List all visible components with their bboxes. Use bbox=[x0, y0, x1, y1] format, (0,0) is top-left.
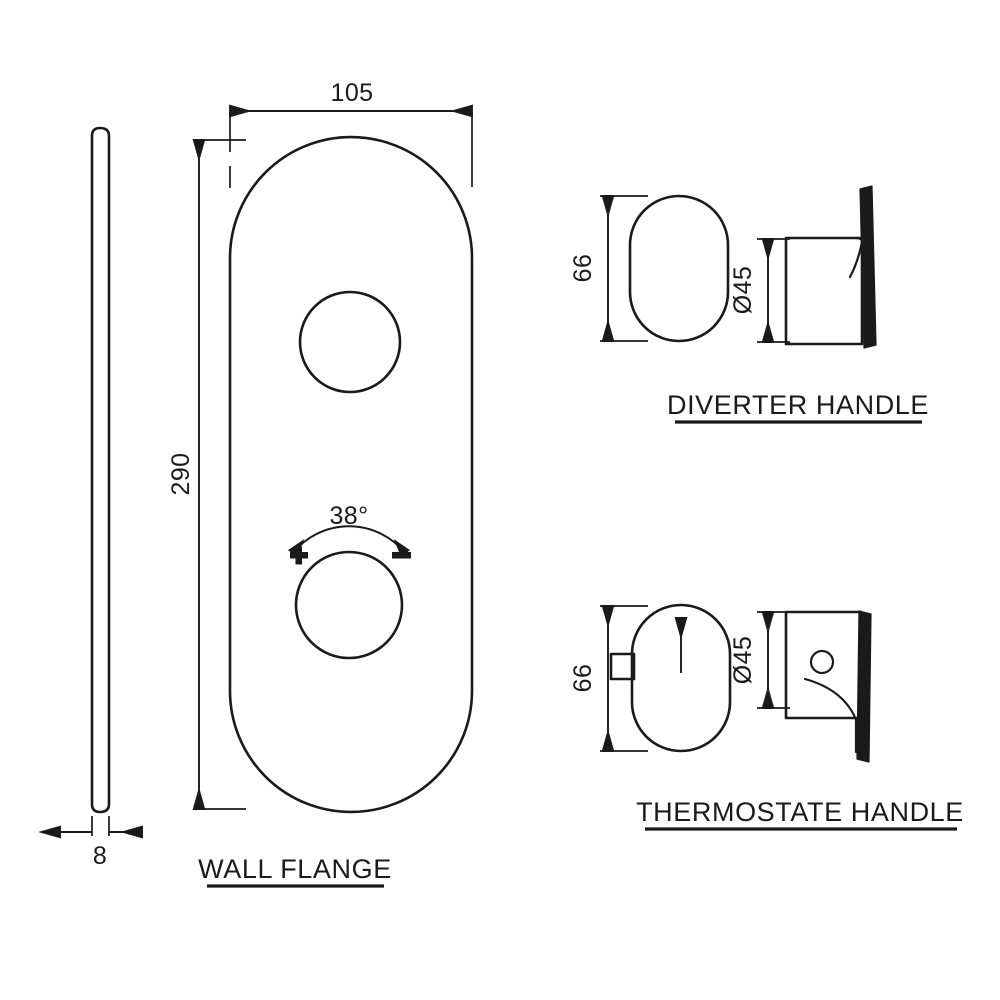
thickness-dimension-8: 8 bbox=[38, 816, 143, 870]
plus-marker-icon bbox=[290, 546, 308, 565]
rotation-arc bbox=[287, 525, 411, 558]
diverter-height-dim-label: 66 bbox=[569, 254, 597, 283]
wall-flange-outline bbox=[228, 135, 474, 814]
diverter-diameter-dim-label: Ø45 bbox=[729, 266, 757, 314]
thermostate-height-dim-label: 66 bbox=[569, 664, 597, 693]
side-section-profile bbox=[90, 126, 111, 814]
wall-flange-caption: WALL FLANGE bbox=[198, 854, 392, 888]
rotation-angle-indicator-38: 38° bbox=[287, 502, 411, 565]
thermostate-front-oval bbox=[630, 603, 732, 753]
diverter-lever-fillet-lower bbox=[848, 240, 864, 279]
thermostate-index-tab bbox=[609, 652, 636, 681]
diverter-side-body bbox=[784, 236, 864, 346]
wall-flange-side-section-view: 8 bbox=[38, 126, 143, 870]
diverter-handle-caption-text: DIVERTER HANDLE bbox=[667, 390, 929, 420]
diverter-diameter-dimension-45: Ø45 bbox=[729, 238, 790, 343]
thermostate-handle-caption: THERMOSTATE HANDLE bbox=[636, 797, 964, 831]
diverter-height-dimension-66: 66 bbox=[569, 195, 648, 342]
height-dimension-290: 290 bbox=[167, 139, 246, 810]
diverter-front-oval bbox=[628, 194, 730, 343]
thermostate-lever-fillet bbox=[803, 677, 859, 724]
width-dim-label: 105 bbox=[331, 79, 374, 107]
height-dim-label: 290 bbox=[167, 453, 195, 496]
minus-marker-icon bbox=[392, 552, 411, 559]
diverter-handle-view: 66 Ø45 DIVERTER HANDLE bbox=[569, 185, 929, 424]
rotation-angle-label: 38° bbox=[329, 502, 368, 530]
thermostate-bore-circle bbox=[294, 550, 404, 660]
diverter-lever-fillet-upper bbox=[855, 236, 868, 250]
thermostate-lever-blade bbox=[856, 610, 872, 763]
wall-flange-caption-text: WALL FLANGE bbox=[198, 854, 392, 884]
width-dimension-105: 105 bbox=[229, 79, 473, 188]
diverter-handle-caption: DIVERTER HANDLE bbox=[667, 390, 929, 424]
thermostate-handle-caption-text: THERMOSTATE HANDLE bbox=[636, 797, 964, 827]
thermostate-diameter-dimension-45: Ø45 bbox=[729, 611, 790, 709]
diverter-lever-blade bbox=[859, 185, 877, 349]
thermostate-diameter-dim-label: Ø45 bbox=[729, 636, 757, 684]
diverter-bore-circle bbox=[298, 290, 402, 394]
thermostate-side-body bbox=[784, 610, 863, 720]
thickness-dim-label: 8 bbox=[93, 842, 107, 870]
thermostate-handle-view: 66 Ø45 THERMOSTATE HANDLE bbox=[569, 603, 964, 831]
wall-flange-front-view: 38° 105 290 WALL FLANGE bbox=[167, 79, 474, 888]
thermostate-side-hole bbox=[809, 649, 835, 675]
thermostate-height-dimension-66: 66 bbox=[569, 605, 648, 752]
